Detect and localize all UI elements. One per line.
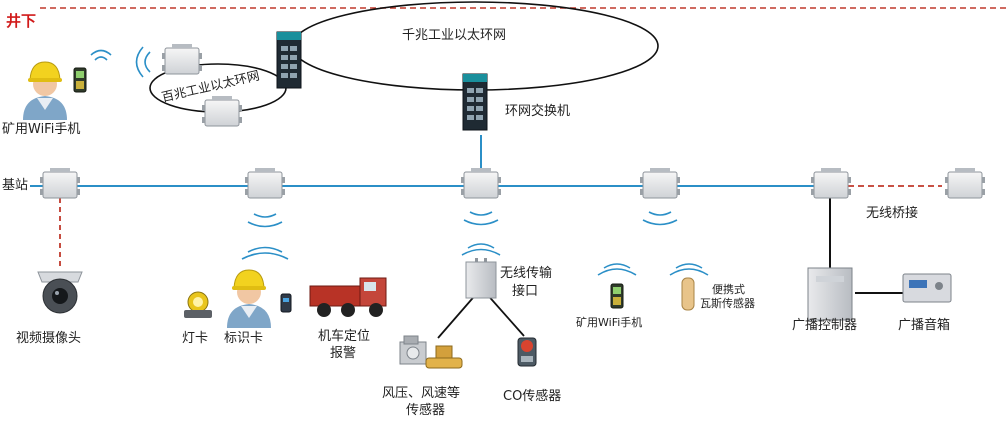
id-card-label: 标识卡 [224,331,264,346]
wireless-signal-icon [241,211,709,276]
vehicle-label: 机车定位 [318,329,371,344]
broadcast-controller-icon [807,267,853,321]
wind-sensor-label: 风压、风速等 [382,386,461,401]
gas-detector-icon [681,277,695,311]
wind-sensor-label-line2: 传感器 [406,403,446,418]
speaker-box-icon [902,273,952,303]
access-point-icon [460,167,502,199]
wind-sensor-link-line [437,291,479,339]
broadcast-speaker-label: 广播音箱 [898,318,951,333]
base-station-label: 基站 [2,178,29,193]
broadcast-controller-label: 广播控制器 [792,318,858,333]
gas-sensor-label-line2: 瓦斯传感器 [700,297,755,310]
wireless-port-box-icon [465,258,497,299]
lamp-card-icon [184,291,212,318]
access-point-icon [201,95,243,127]
sensor-icon [399,335,463,369]
wireless-port-label-line2: 接口 [512,284,539,299]
access-point-icon [639,167,681,199]
sensor-icon [517,337,537,367]
zone-label: 井下 [6,12,37,30]
miner-worker-icon [226,269,272,329]
wireless-bridge-label: 无线桥接 [866,206,919,221]
co-sensor-label: CO传感器 [503,389,562,404]
wifi-phone-icon [73,67,87,93]
access-point-icon [944,167,986,199]
miner-phone-bottom-label: 矿用WiFi手机 [576,316,643,329]
network-switch-icon [276,31,302,89]
dome-camera-icon [37,271,83,314]
mine-vehicle-icon [309,277,387,317]
miner-worker-icon [22,61,68,121]
access-point-icon [244,167,286,199]
miner-phone-label: 矿用WiFi手机 [2,122,81,137]
gas-sensor-label: 便携式 [712,283,745,296]
wireless-signal-icon [90,46,151,78]
access-point-icon [39,167,81,199]
network-switch-icon [462,73,488,131]
ring-switch-label: 环网交换机 [505,104,571,119]
vehicle-label-line2: 报警 [330,346,357,361]
id-tag-icon [280,293,292,313]
lamp-card-label: 灯卡 [182,331,209,346]
video-camera-label: 视频摄像头 [16,331,82,346]
gigabit-ring-label: 千兆工业以太环网 [402,28,507,43]
access-point-icon [161,43,203,75]
co-sensor-link-line [484,291,525,337]
wireless-port-label: 无线传输 [500,266,553,281]
wifi-phone-icon [610,283,624,309]
access-point-icon [810,167,852,199]
